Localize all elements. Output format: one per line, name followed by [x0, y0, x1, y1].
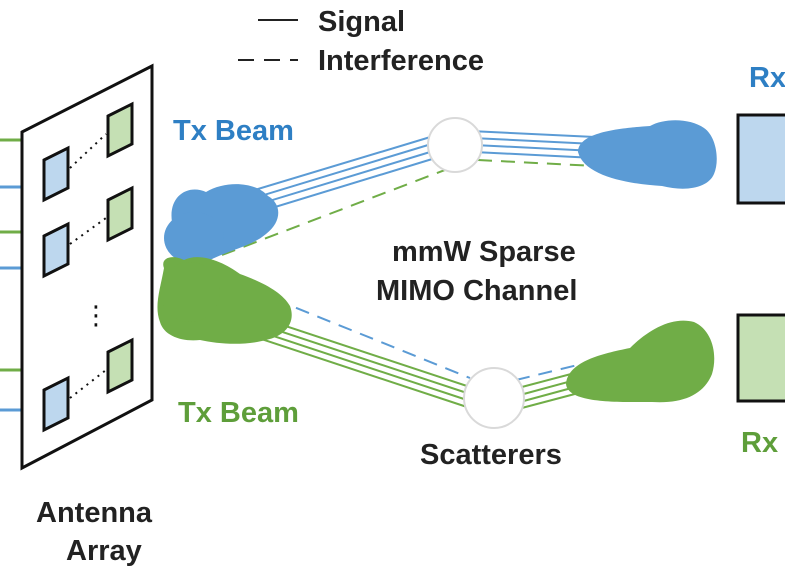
rx-beam-blue	[578, 120, 717, 189]
rx-beam-blue-lobe	[578, 120, 717, 189]
antenna-element-green	[106, 337, 134, 395]
interference-path-blue	[231, 281, 471, 379]
scatterer-top	[427, 117, 483, 173]
antenna-element-green	[106, 101, 134, 159]
antenna-element-pair	[42, 185, 134, 279]
dotted-connector	[69, 369, 107, 399]
antenna-element-blue	[42, 221, 70, 279]
rx-beam-green	[566, 320, 715, 403]
antenna-element-green	[106, 185, 134, 243]
tx-beam-top-label: Tx Beam	[173, 115, 294, 147]
tx-beam-blue-blob	[164, 212, 224, 264]
rx-beam-green-lobe	[566, 320, 715, 403]
signal-path-blue	[473, 151, 596, 159]
tx-beam-green-blob	[160, 262, 220, 322]
interference-path-green	[477, 159, 596, 167]
antenna-element-blue	[42, 145, 70, 203]
signal-path-blue	[473, 144, 596, 152]
antenna-element-pair	[42, 337, 134, 433]
signal-path-blue	[469, 130, 596, 138]
rx-top-label: Rx	[749, 62, 785, 94]
rx-box-blue	[736, 113, 785, 205]
legend: Signal Interference	[238, 6, 484, 77]
antenna-ellipsis: ⋮	[83, 301, 109, 331]
channel-label-line2: MIMO Channel	[376, 275, 577, 307]
scatterers-label: Scatterers	[420, 439, 562, 471]
antenna-label-line2: Array	[66, 535, 142, 567]
rx-box-green	[736, 313, 785, 403]
signal-path-blue	[471, 137, 596, 145]
antenna-label-line1: Antenna	[36, 497, 153, 529]
interference-path-green	[221, 167, 451, 256]
dotted-connector	[69, 217, 107, 245]
tx-beam-green	[157, 257, 292, 344]
legend-interference-label: Interference	[318, 45, 484, 77]
antenna-array: ⋮	[20, 63, 154, 471]
antenna-element-blue	[42, 375, 70, 433]
dotted-connector	[69, 133, 107, 169]
tx-beam-blue	[164, 184, 279, 265]
antenna-element-pair	[42, 101, 134, 203]
rx-bottom-label: Rx	[741, 427, 778, 459]
tx-beam-bottom-label: Tx Beam	[178, 397, 299, 429]
interference-path-blue	[515, 361, 591, 381]
scatterer-bottom	[463, 367, 525, 429]
legend-signal-label: Signal	[318, 6, 405, 38]
channel-label-line1: mmW Sparse	[392, 236, 576, 268]
